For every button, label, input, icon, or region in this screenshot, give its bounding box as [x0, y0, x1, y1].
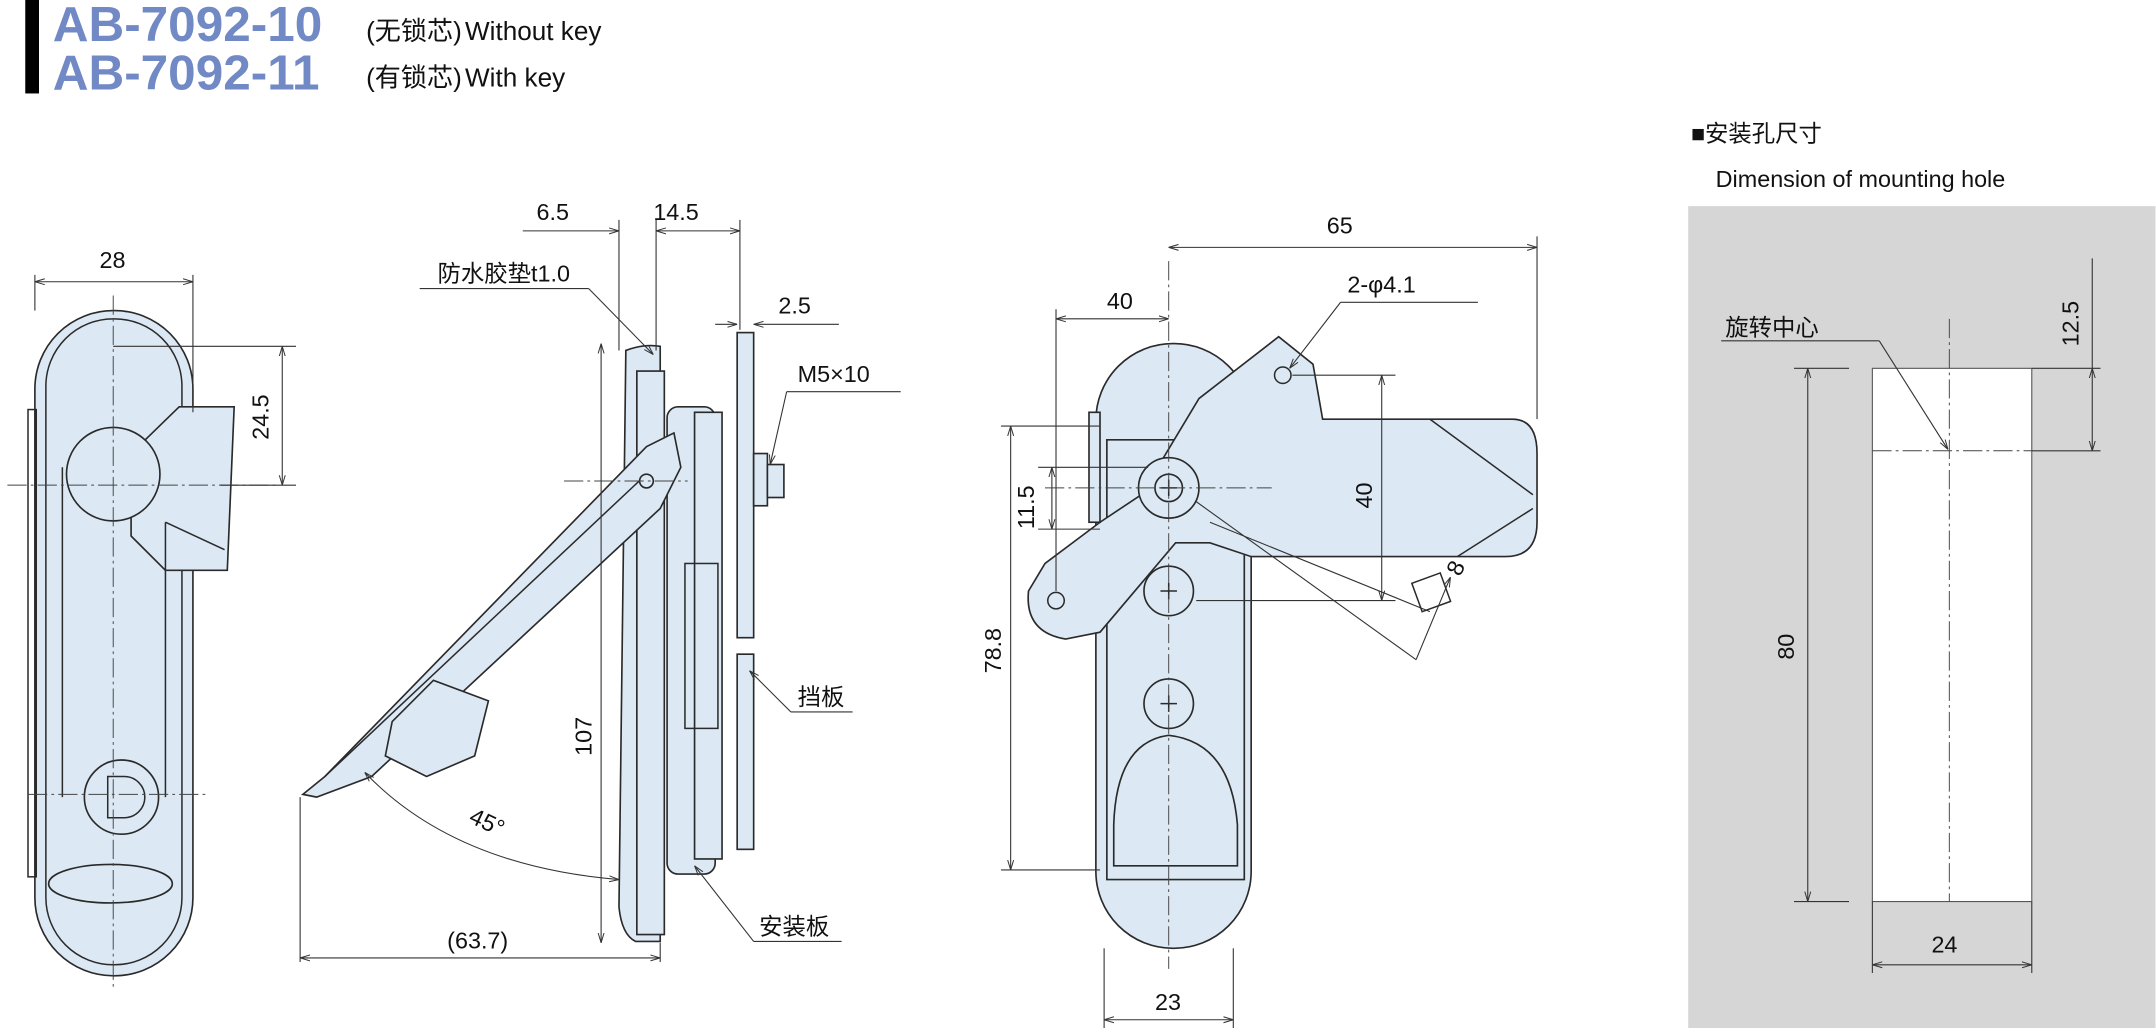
label-screw: M5×10 [798, 361, 870, 387]
dim-back-vertical: 40 [1351, 483, 1377, 509]
back-view: 65 40 2-φ4.1 40 11.5 78.8 8 23 [980, 213, 1538, 1028]
dim-side-a: 6.5 [537, 199, 569, 225]
mounting-hole-panel: ■安装孔尺寸 Dimension of mounting hole 旋转中心 1… [1688, 121, 2156, 1028]
model-code-10: AB-7092-10 [53, 0, 322, 52]
dim-side-angle: 45° [466, 803, 509, 841]
label-gasket: 防水胶垫t1.0 [438, 261, 570, 287]
dim-hole-height: 80 [1773, 634, 1799, 660]
dim-hole-offset: 12.5 [2058, 301, 2084, 346]
dim-side-reach: (63.7) [447, 927, 508, 953]
dim-back-left: 40 [1107, 288, 1133, 314]
dim-front-height: 24.5 [248, 394, 274, 439]
model-note-10: (无锁芯) [366, 16, 462, 46]
key-cylinder-icon [83, 759, 160, 836]
dim-front-width: 28 [99, 247, 125, 273]
model-note-11: (有锁芯) [366, 63, 462, 93]
dim-side-b: 14.5 [653, 199, 698, 225]
dim-back-holes: 2-φ4.1 [1347, 272, 1415, 298]
label-baffle: 挡板 [798, 684, 845, 710]
dim-back-width: 23 [1155, 989, 1181, 1015]
label-mount-plate: 安装板 [759, 914, 829, 940]
dim-back-small: 11.5 [1013, 485, 1039, 529]
front-view: 28 24.5 [7, 247, 297, 990]
dim-hole-width: 24 [1931, 931, 1957, 957]
mounting-hole-title: ■安装孔尺寸 [1691, 121, 1822, 147]
mounting-hole-subtitle: Dimension of mounting hole [1716, 166, 2006, 192]
dim-back-total: 65 [1327, 213, 1353, 239]
dim-side-c: 2.5 [778, 292, 810, 318]
side-view: 6.5 14.5 2.5 防水胶垫t1.0 M5×10 107 45° (63.… [299, 199, 901, 963]
header-bar [25, 0, 40, 94]
model-code-11: AB-7092-11 [53, 45, 320, 100]
mounting-hole-cutout [1871, 367, 2033, 903]
header: AB-7092-10 (无锁芯) Without key AB-7092-11 … [25, 0, 601, 100]
model-desc-11: With key [465, 63, 565, 93]
dim-back-square: 8 [1441, 557, 1470, 580]
rotation-center-label: 旋转中心 [1725, 314, 1818, 340]
dim-side-height: 107 [570, 717, 596, 756]
dim-back-height: 78.8 [980, 628, 1006, 673]
model-desc-10: Without key [465, 16, 601, 46]
